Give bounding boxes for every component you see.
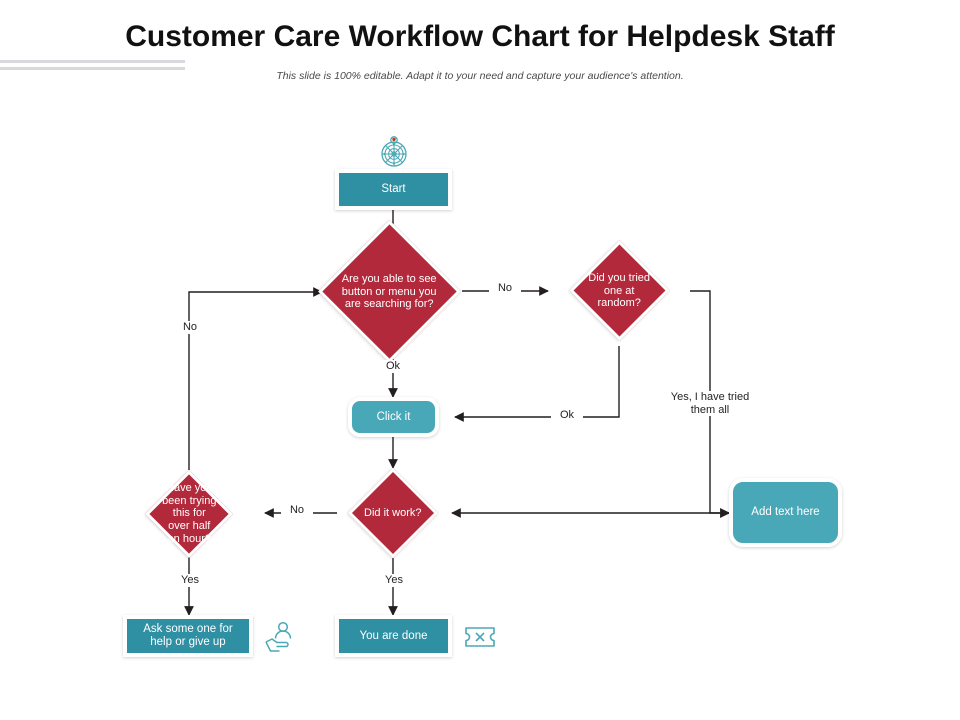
page-subtitle: This slide is 100% editable. Adapt it to…: [276, 70, 684, 82]
node-half-hour-label: Have you been trying this for over half …: [161, 482, 217, 545]
node-did-it-work-label: Did it work?: [364, 506, 422, 519]
node-did-it-work[interactable]: Did it work?: [347, 467, 439, 559]
hand-holding-person-icon: [264, 620, 296, 654]
edge-label-didwork-to-halfhour: No: [281, 504, 313, 517]
node-half-hour[interactable]: Have you been trying this for over half …: [145, 470, 233, 558]
node-see-button-label: Are you able to see button or menu you a…: [342, 272, 437, 310]
edge-label-tried-to-click: Ok: [551, 409, 583, 422]
node-ask-someone[interactable]: Ask some one for help or give up: [123, 615, 253, 657]
node-tried-random-label: Did you tried one at random?: [588, 271, 651, 309]
page-title: Customer Care Workflow Chart for Helpdes…: [125, 20, 835, 53]
edge-label-see-to-tried: No: [489, 282, 521, 295]
edge-label-halfhour-to-see: No: [174, 321, 206, 334]
edge-label-halfhour-to-ask: Yes: [173, 574, 207, 587]
ticket-close-icon: [463, 624, 497, 650]
node-click-it[interactable]: Click it: [348, 397, 439, 437]
node-click-it-label: Click it: [376, 410, 411, 423]
node-add-text-label: Add text here: [751, 506, 820, 519]
node-start[interactable]: Start: [335, 169, 452, 210]
node-tried-random[interactable]: Did you tried one at random?: [569, 240, 670, 341]
edge-label-see-to-click: Ok: [377, 360, 409, 373]
node-add-text[interactable]: Add text here: [729, 478, 842, 547]
title-rule-top: [0, 60, 185, 63]
node-ask-someone-label: Ask some one for help or give up: [143, 623, 233, 648]
title-rule-bottom: [0, 67, 185, 70]
gear-emblem-icon: [377, 133, 411, 169]
edge-label-didwork-to-done: Yes: [377, 574, 411, 587]
node-see-button[interactable]: Are you able to see button or menu you a…: [318, 220, 461, 363]
node-start-label: Start: [381, 183, 406, 196]
node-you-are-done[interactable]: You are done: [335, 615, 452, 657]
edge-label-tried-to-addtext: Yes, I have tried them all: [658, 391, 762, 417]
node-you-are-done-label: You are done: [359, 629, 428, 642]
